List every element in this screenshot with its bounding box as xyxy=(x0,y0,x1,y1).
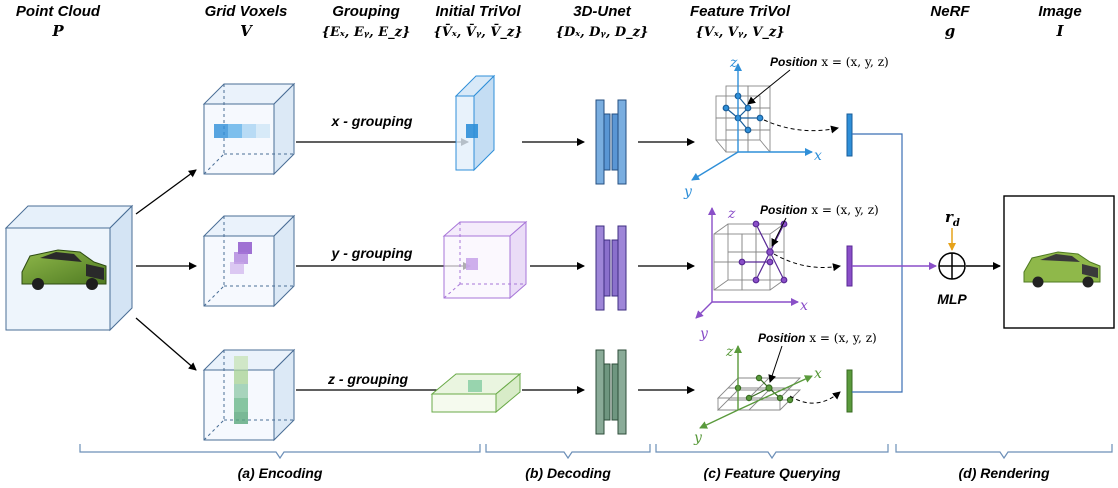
section-brace-querying xyxy=(655,444,889,460)
query-dashed-arrow-x xyxy=(763,119,839,134)
section-rendering: (d) Rendering xyxy=(959,465,1050,481)
feature-connectors xyxy=(852,133,903,393)
point-cloud-cube xyxy=(4,204,134,332)
header-feature-trivol: Feature TriVol {Vₓ, Vᵧ, V_z} xyxy=(690,3,791,40)
svg-text:Grid Voxels: Grid Voxels xyxy=(205,3,288,20)
feature-trivol-z: z x y xyxy=(693,344,822,446)
axis-y-label: y xyxy=(683,184,693,200)
axis-z-label: z xyxy=(729,55,738,71)
header-initial-trivol: Initial TriVol {V̄ₓ, V̄ᵧ, V̄_z} xyxy=(433,3,522,40)
section-brace-decoding xyxy=(485,444,651,460)
feature-trivol-x: z x y xyxy=(683,55,822,200)
svg-text:rd: rd xyxy=(945,208,960,229)
svg-text:{Vₓ, Vᵧ, V_z}: {Vₓ, Vᵧ, V_z} xyxy=(695,25,784,40)
svg-text:V: V xyxy=(240,22,253,40)
svg-text:g: g xyxy=(945,22,956,40)
header-grouping: Grouping {Eₓ, Eᵧ, E_z} xyxy=(322,3,411,40)
svg-text:y - grouping: y - grouping xyxy=(331,245,413,261)
svg-text:I: I xyxy=(1055,22,1064,40)
unet-y-icon xyxy=(595,225,627,311)
section-brace-rendering xyxy=(895,444,1113,460)
header-point-cloud: Point Cloud P xyxy=(16,3,101,40)
arrow-to-x-voxel xyxy=(135,169,197,215)
grid-voxel-x xyxy=(202,82,296,176)
feature-trivol-y: z x y xyxy=(695,206,808,342)
feature-vector-y xyxy=(846,245,853,287)
initial-trivol-z xyxy=(430,372,522,414)
unet-x-icon xyxy=(595,99,627,185)
svg-text:{Eₓ, Eᵧ, E_z}: {Eₓ, Eᵧ, E_z} xyxy=(322,25,411,40)
section-feature-querying: (c) Feature Querying xyxy=(704,465,841,481)
svg-text:x - grouping: x - grouping xyxy=(331,113,413,129)
initial-trivol-y xyxy=(442,220,528,300)
section-encoding: (a) Encoding xyxy=(238,465,323,481)
svg-text:NeRF: NeRF xyxy=(930,3,970,20)
mlp-node: MLP xyxy=(937,252,967,307)
header-grid-voxels: Grid Voxels V xyxy=(205,3,288,40)
arrow-to-z-voxel xyxy=(135,317,197,371)
axis-x-label: x xyxy=(800,298,808,314)
grid-voxel-y xyxy=(202,214,296,308)
ray-direction: rd xyxy=(945,208,960,251)
header-3d-unet: 3D-Unet {Dₓ, Dᵧ, D_z} xyxy=(556,3,649,40)
rendered-car-icon xyxy=(1023,251,1101,288)
car-point-cloud-icon xyxy=(21,249,107,290)
axis-z-label: z xyxy=(725,344,734,360)
rendered-image xyxy=(1003,195,1115,329)
unet-z-icon xyxy=(595,349,627,435)
svg-text:z - grouping: z - grouping xyxy=(327,371,409,387)
feature-vector-z xyxy=(846,369,853,413)
axis-y-label: y xyxy=(699,326,709,342)
axis-y-label: y xyxy=(693,430,703,446)
axis-x-label: x xyxy=(814,148,822,164)
svg-text:{V̄ₓ, V̄ᵧ, V̄_z}: {V̄ₓ, V̄ᵧ, V̄_z} xyxy=(433,23,522,40)
initial-trivol-x xyxy=(454,74,496,172)
svg-text:Initial TriVol: Initial TriVol xyxy=(435,3,521,20)
svg-text:3D-Unet: 3D-Unet xyxy=(573,3,632,20)
svg-text:P: P xyxy=(51,22,64,40)
svg-text:Grouping: Grouping xyxy=(332,3,400,20)
feature-vector-x xyxy=(846,113,853,157)
section-brace-encoding xyxy=(79,444,481,460)
grid-voxel-z xyxy=(202,348,296,442)
axis-z-label: z xyxy=(727,206,736,222)
svg-text:Feature TriVol: Feature TriVol xyxy=(690,3,791,20)
svg-text:{Dₓ, Dᵧ, D_z}: {Dₓ, Dᵧ, D_z} xyxy=(556,25,649,40)
section-decoding: (b) Decoding xyxy=(525,465,611,481)
svg-text:Image: Image xyxy=(1038,3,1081,20)
axis-x-label: x xyxy=(814,366,822,382)
header-image: Image I xyxy=(1038,3,1081,40)
svg-text:Point Cloud: Point Cloud xyxy=(16,3,101,20)
x-grouping-arrow: x - grouping xyxy=(296,113,469,146)
y-grouping-arrow: y - grouping xyxy=(296,245,471,270)
query-dashed-arrow-z xyxy=(789,391,841,404)
mlp-label: MLP xyxy=(937,291,967,307)
header-nerf: NeRF g xyxy=(930,3,970,40)
